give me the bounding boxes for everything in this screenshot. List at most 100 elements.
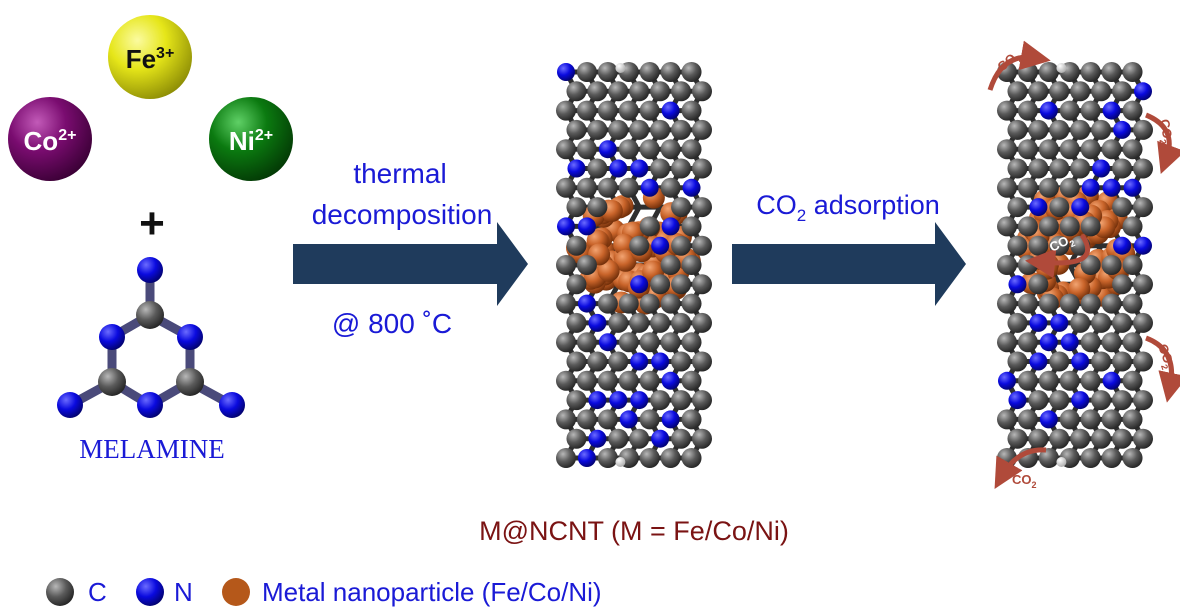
atom-n: [1102, 178, 1121, 197]
atom-c: [556, 370, 576, 391]
legend-swatch-metal: [222, 578, 250, 606]
atom-n: [577, 449, 596, 467]
ni-ion-label: Ni2+: [229, 126, 273, 156]
atom-n: [1071, 352, 1090, 371]
atom-c: [681, 293, 702, 314]
atom-c: [1070, 312, 1091, 333]
atom-c: [1017, 139, 1038, 160]
atom-n: [177, 324, 203, 350]
atom-c: [1122, 409, 1143, 430]
atom-c: [587, 119, 608, 140]
atom-c: [1049, 119, 1070, 140]
atom-c: [587, 158, 608, 179]
atom-c: [1122, 370, 1143, 391]
atom-c: [1133, 274, 1153, 295]
atom-c: [566, 428, 587, 449]
step1-label-line2: decomposition: [312, 199, 493, 230]
atom-c: [608, 81, 629, 102]
atom-n: [1029, 313, 1048, 332]
atom-c: [692, 351, 712, 372]
atom-metal: [613, 233, 636, 256]
atom-c: [650, 81, 671, 102]
atom-c: [1038, 448, 1059, 468]
atom-n: [682, 178, 701, 197]
atom-n: [998, 371, 1016, 390]
atom-c: [639, 332, 660, 353]
atom-c: [1017, 177, 1038, 198]
atom-c: [692, 235, 712, 256]
atom-c: [1049, 351, 1070, 372]
atom-n: [99, 324, 125, 350]
atom-c: [576, 139, 597, 160]
atom-c: [1038, 293, 1059, 314]
atom-c: [1007, 197, 1028, 218]
atom-h: [1056, 63, 1067, 73]
atom-c: [1028, 158, 1049, 179]
atom-c: [671, 158, 692, 179]
atom-n: [598, 140, 617, 159]
atom-n: [1081, 178, 1100, 197]
atom-c: [1038, 370, 1059, 391]
atom-c: [566, 119, 587, 140]
plus-sign: +: [139, 199, 165, 248]
atom-c: [1080, 448, 1101, 468]
atom-c: [650, 119, 671, 140]
ni-ion-sphere: [209, 97, 293, 181]
atom-c: [587, 351, 608, 372]
atom-c: [1059, 409, 1080, 430]
atom-c: [639, 100, 660, 121]
atom-n: [137, 257, 163, 283]
atom-c: [997, 100, 1017, 121]
atom-c: [1101, 139, 1122, 160]
atom-c: [997, 139, 1017, 160]
atom-c: [1101, 255, 1122, 275]
svg-text:CO2: CO2: [1012, 472, 1037, 490]
co2-arrow-right-top: CO2: [1144, 112, 1180, 175]
atom-c: [576, 409, 597, 430]
atom-n: [1071, 391, 1090, 410]
atom-c: [660, 62, 681, 82]
atom-c: [1080, 216, 1101, 237]
atom-c: [1028, 428, 1049, 449]
atom-c: [1007, 119, 1028, 140]
legend-swatch-carbon: [46, 578, 74, 606]
atom-c: [576, 62, 597, 82]
atom-n: [1102, 101, 1121, 120]
atom-h: [615, 63, 626, 73]
atom-h: [1056, 457, 1067, 467]
atom-c: [1070, 428, 1091, 449]
atom-metal: [614, 249, 637, 272]
atom-c: [1080, 62, 1101, 82]
atom-c: [681, 139, 702, 160]
atom-c: [671, 119, 692, 140]
atom-c: [1007, 312, 1028, 333]
atom-c: [692, 197, 712, 218]
atom-c: [1122, 62, 1143, 82]
co-ion-label: Co2+: [24, 126, 77, 156]
atom-n: [619, 410, 638, 429]
step1-arrow: [293, 222, 528, 306]
atom-c: [618, 293, 639, 314]
legend-swatch-nitrogen: [136, 578, 164, 606]
legend-label-carbon: C: [88, 577, 107, 607]
legend: C N Metal nanoparticle (Fe/Co/Ni): [46, 577, 602, 607]
atom-c: [1112, 197, 1133, 218]
atom-n: [57, 392, 83, 418]
atom-c: [1133, 428, 1153, 449]
atom-c: [681, 448, 702, 468]
atom-c: [1091, 119, 1112, 140]
atom-n: [557, 63, 575, 81]
atom-c: [1007, 158, 1028, 179]
atom-c: [1112, 81, 1133, 102]
atom-c: [1112, 312, 1133, 333]
atom-c: [671, 428, 692, 449]
atom-c: [1007, 351, 1028, 372]
atom-c: [1059, 100, 1080, 121]
atom-c: [1133, 158, 1153, 179]
atom-c: [566, 197, 587, 218]
atom-n: [567, 159, 586, 178]
atom-c: [650, 158, 671, 179]
atom-c: [650, 312, 671, 333]
atom-c: [692, 428, 712, 449]
atom-n: [588, 391, 607, 410]
